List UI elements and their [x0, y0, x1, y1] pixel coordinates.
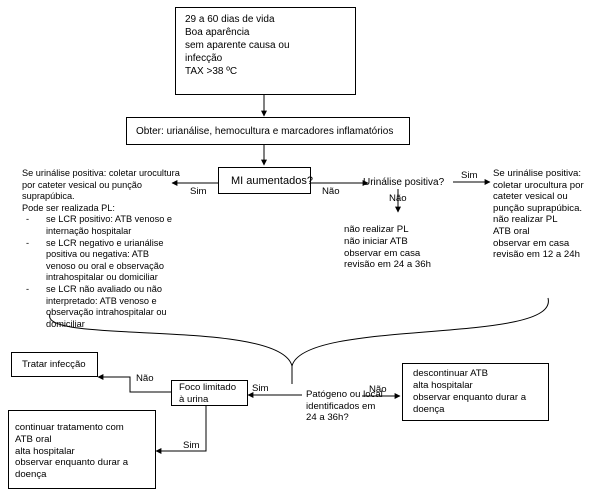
mid-instructions: não realizar PL não iniciar ATB observar…	[344, 224, 431, 271]
list-item: - se LCR positivo: ATB venoso e internaç…	[26, 214, 172, 236]
patogeno-question: Patógeno ou local identificados em 24 a …	[306, 389, 383, 424]
edge-label-uri-nao: Não	[389, 193, 407, 204]
bullet: -	[26, 283, 30, 294]
bullet: -	[26, 237, 30, 248]
descontinuar-box: descontinuar ATB alta hospitalar observa…	[402, 363, 549, 421]
edge-label-foco-sim: Sim	[183, 440, 200, 451]
start-line: infecção	[185, 53, 223, 64]
edge-label-pat-sim: Sim	[252, 383, 269, 394]
bullet: -	[26, 214, 30, 225]
left-line: Se urinálise positiva: coletar urocultur…	[22, 168, 180, 178]
obter-label: Obter: urianálise, hemocultura e marcado…	[136, 126, 394, 137]
left-line: suprapúbica.	[22, 191, 75, 202]
right-instructions: Se urinálise positiva: coletar urocultur…	[493, 168, 584, 261]
start-line: TAX >38 ºC	[185, 66, 238, 77]
edge-label-pat-nao: Não	[369, 384, 387, 395]
pl-options-list: - se LCR positivo: ATB venoso e internaç…	[22, 214, 180, 330]
mi-aumentados-box: MI aumentados?	[218, 167, 313, 194]
list-item: - se LCR negativo e urianálise positiva …	[26, 237, 164, 283]
left-line: Pode ser realizada PL:	[22, 202, 115, 213]
list-item: - se LCR não avaliado ou não interpretad…	[26, 283, 167, 329]
edge-label-foco-nao: Não	[136, 373, 154, 384]
start-box: 29 a 60 dias de vida Boa aparência sem a…	[175, 7, 356, 95]
mi-aumentados-label: MI aumentados?	[231, 175, 313, 187]
edge-label-uri-sim: Sim	[461, 170, 478, 181]
edge-label-mi-sim: Sim	[190, 186, 207, 197]
tratar-box: Tratar infecção	[11, 352, 98, 377]
foco-box: Foco limitado à urina	[171, 380, 248, 406]
left-instructions: Se urinálise positiva: coletar urocultur…	[22, 168, 180, 330]
left-line: por cateter vesical ou punção	[22, 179, 143, 190]
obter-box: Obter: urianálise, hemocultura e marcado…	[126, 117, 410, 145]
arrow-foco-sim	[155, 405, 207, 454]
tratar-label: Tratar infecção	[22, 359, 86, 370]
start-line: sem aparente causa ou	[185, 40, 290, 51]
start-line: 29 a 60 dias de vida	[185, 14, 275, 25]
continuar-box: continuar tratamento com ATB oral alta h…	[8, 410, 156, 489]
arrow-foco-nao	[97, 374, 171, 393]
start-line: Boa aparência	[185, 27, 250, 38]
urinalise-question: Urinálise positiva?	[363, 177, 445, 188]
edge-label-mi-nao: Não	[322, 186, 340, 197]
